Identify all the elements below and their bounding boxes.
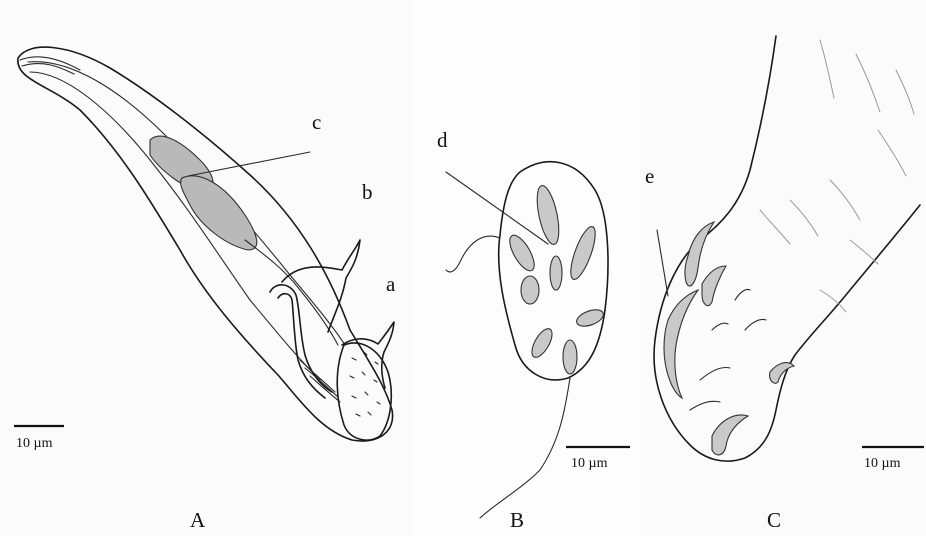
panel-a-letter: A [190,508,205,533]
panel-b-letter: B [510,508,524,533]
scale-bar-c-label: 10 µm [864,456,900,472]
hook-blob-2 [566,224,600,282]
brace-a [342,322,394,388]
hook-left [664,290,698,398]
hook-mid [702,266,726,306]
hook-bottom [712,415,748,455]
hook-blob-4 [521,276,539,304]
label-c: c [312,110,321,135]
hook-blob-7 [528,326,556,361]
panel-c-drawing [654,36,924,461]
label-d: d [437,128,448,153]
hook-right [770,363,794,384]
gut-tube [245,240,338,345]
scale-bar-b-label: 10 µm [571,456,607,472]
pointer-c [188,152,310,176]
hook-inner-2 [712,319,766,330]
hook-blob-8 [563,340,577,374]
intestine [181,176,257,250]
pointer-e [657,230,668,296]
hook-blob-6 [574,307,605,330]
hook-blob-3 [505,232,539,275]
body-outline [18,47,393,441]
pointer-d [446,172,548,244]
body-head-lines [20,57,80,74]
hook-inner-1 [690,289,750,410]
label-b: b [362,180,373,205]
panel-c-letter: C [767,508,781,533]
tail-stripes [300,360,340,402]
cyst-thread-left [446,236,500,272]
label-a: a [386,272,395,297]
label-e: e [645,164,654,189]
spines [350,352,380,416]
hook-blob-5 [550,256,562,290]
tissue-fibres [760,40,914,312]
body-inner-line-2 [30,72,320,380]
panel-a-drawing [14,47,394,441]
scale-bar-a-label: 10 µm [16,436,52,452]
cyst-thread-bottom [480,378,570,518]
